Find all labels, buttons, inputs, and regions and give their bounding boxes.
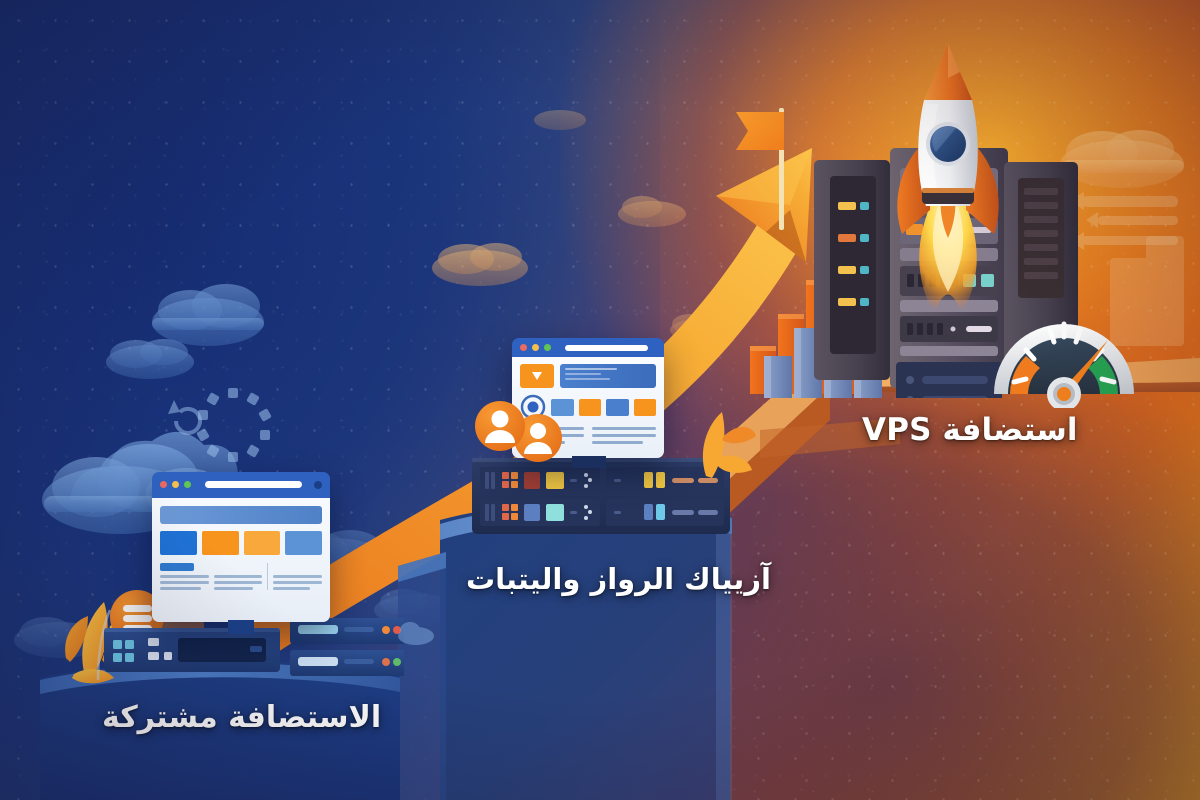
- tile-blue-2: [285, 530, 322, 555]
- monitor-stand-middle: [572, 456, 606, 468]
- close-icon[interactable]: [160, 481, 167, 489]
- leaf-decoration-right-icon: [702, 412, 756, 478]
- download-icon: [532, 372, 542, 380]
- address-bar[interactable]: [565, 344, 648, 351]
- avatar-back: [514, 414, 562, 462]
- browser-titlebar-middle: [512, 338, 664, 357]
- tile-row: [160, 530, 322, 555]
- browser-content: [152, 497, 330, 622]
- tile-orange-1: [201, 530, 239, 555]
- tier-label-vps: استضافة VPS: [862, 412, 1077, 448]
- flag-icon: [736, 112, 784, 150]
- middle-platform-face: [440, 502, 730, 800]
- tier-label-shared: الاستضافة مشتركة: [102, 700, 381, 735]
- hero-banner-middle: [560, 364, 656, 388]
- close-icon[interactable]: [520, 344, 527, 351]
- loading-spinner-icon: [196, 388, 272, 462]
- text-columns: [160, 562, 323, 590]
- browser-titlebar: [152, 472, 330, 498]
- column-right: [273, 563, 323, 590]
- speedometer-icon: [994, 321, 1134, 408]
- maximize-icon[interactable]: [544, 344, 551, 351]
- tile-blue: [160, 530, 197, 555]
- cloud-small-icon: [398, 622, 434, 645]
- tier-label-middle: آزيياك الرواز واليتبات: [466, 562, 771, 596]
- server-led-group: [113, 640, 134, 662]
- tile-row-middle: [512, 388, 664, 420]
- header-row: [512, 357, 664, 388]
- monitor-stand: [228, 620, 254, 634]
- tile-orange-2: [243, 530, 281, 555]
- spinner-group: [168, 388, 272, 462]
- rocket-window: [930, 126, 966, 162]
- column-left: [160, 562, 209, 590]
- menu-icon[interactable]: [314, 480, 322, 489]
- gauge-arc-right: [1088, 356, 1118, 394]
- maximize-icon[interactable]: [184, 481, 191, 489]
- avatar-front: [475, 401, 525, 451]
- gauge-arc-left: [1010, 356, 1040, 394]
- refresh-icon: [168, 400, 202, 435]
- download-badge: [520, 364, 554, 388]
- left-platform-face: [40, 661, 400, 800]
- minimize-icon[interactable]: [532, 344, 539, 351]
- server-rack-middle: [472, 458, 730, 534]
- column-mid: [213, 563, 263, 590]
- gauge-face: [1008, 338, 1120, 394]
- address-bar[interactable]: [205, 481, 302, 489]
- hero-banner: [160, 505, 322, 524]
- browser-window-shared[interactable]: [152, 472, 330, 622]
- minimize-icon[interactable]: [172, 481, 179, 489]
- users-avatar-icon: [475, 401, 562, 462]
- rocket-icon: [897, 44, 999, 314]
